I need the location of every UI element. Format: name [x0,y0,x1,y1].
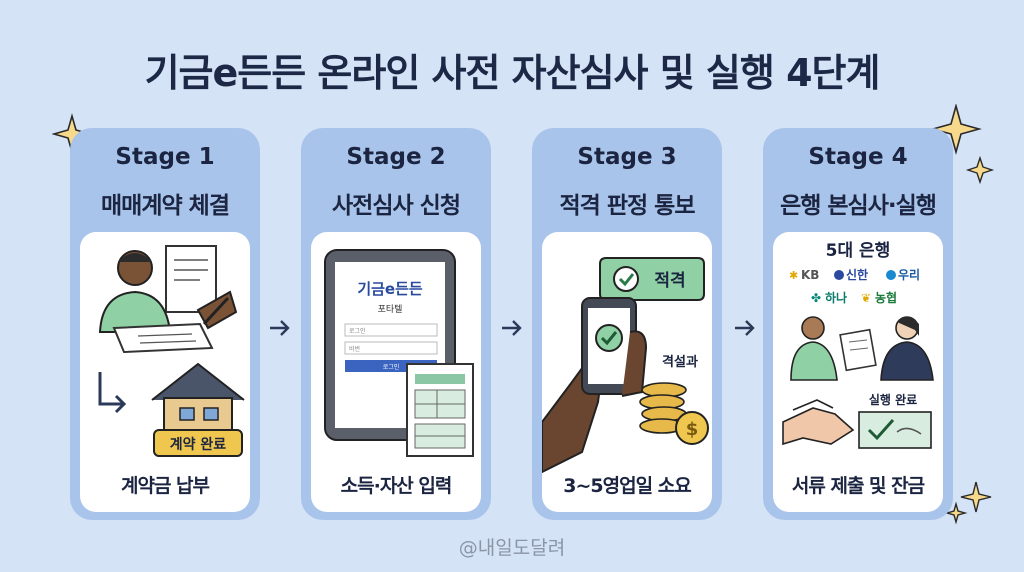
stage-subtitle: 은행 본심사·실행 [780,193,937,219]
stage-footer: 소득·자산 입력 [340,475,453,497]
stage-footer: 3~5영업일 소요 [563,475,691,497]
stage-label: Stage 4 [808,144,908,170]
arrow-right-icon [735,320,755,336]
page-title: 기금e든든 온라인 사전 자산심사 및 실행 4단계 [144,51,881,95]
stage-subtitle: 매매계약 체결 [101,193,230,219]
password-field: 비번 [349,345,360,353]
stage-card-1: Stage 1 매매계약 체결 [70,128,260,520]
phone-approval-illustration: 적격 격설과 $ [542,257,709,474]
stage-subtitle: 사전심사 신청 [332,193,461,219]
stage-card-4: Stage 4 은행 본심사·실행 5대 은행 ✱ KB 신한 우리 ✤ 하나 … [763,128,953,520]
author-credit: @내일도달려 [458,537,566,559]
svg-text:✤: ✤ [811,291,821,305]
login-button: 로그인 [383,364,400,371]
execution-done-label: 실행 완료 [869,392,917,407]
bank-hana: 하나 [825,290,847,305]
bank-nh: 농협 [875,290,897,305]
stage-card-2: Stage 2 사전심사 신청 기금e든든 포타텔 로그인 비번 로그인 소득·… [301,128,491,520]
portal-name: 기금e든든 [357,280,423,298]
arrow-right-icon [502,320,522,336]
contract-signing-illustration: 계약 완료 [98,245,245,457]
arrow-right-icon [270,320,290,336]
stage-card-3: Stage 3 적격 판정 통보 적격 격설과 $ 3~5영업일 소요 [532,128,722,520]
stage-illustration: 계약 완료 계약금 납부 [80,232,250,512]
stage-label: Stage 1 [115,144,215,170]
tablet-portal-illustration: 기금e든든 포타텔 로그인 비번 로그인 [324,249,474,457]
bank-woori: 우리 [898,267,920,282]
stage-footer: 서류 제출 및 잔금 [791,475,925,497]
result-label: 격설과 [662,355,698,370]
login-field: 로그인 [349,328,366,335]
sparkle-icon [944,481,992,525]
stage-footer: 계약금 납부 [120,475,210,497]
bank-shinhan: 신한 [846,267,868,282]
stage-label: Stage 2 [346,144,446,170]
stage-illustration: 5대 은행 ✱ KB 신한 우리 ✤ 하나 ❦ 농협 [773,232,943,512]
approval-bubble-text: 적격 [654,271,685,291]
stage-illustration: 적격 격설과 $ 3~5영업일 소요 [542,232,712,512]
svg-text:✱: ✱ [789,269,798,282]
bank-kb: KB [801,268,819,282]
stage-label: Stage 3 [577,144,677,170]
stage-illustration: 기금e든든 포타텔 로그인 비번 로그인 소득·자산 입력 [311,232,481,512]
contract-done-badge: 계약 완료 [170,436,227,453]
stage-subtitle: 적격 판정 통보 [559,193,696,219]
portal-subtitle: 포타텔 [378,303,403,315]
banks-title: 5대 은행 [826,241,891,261]
svg-text:❦: ❦ [861,291,871,305]
svg-text:$: $ [686,419,699,440]
bank-execution-illustration: 5대 은행 ✱ KB 신한 우리 ✤ 하나 ❦ 농협 [782,241,934,449]
